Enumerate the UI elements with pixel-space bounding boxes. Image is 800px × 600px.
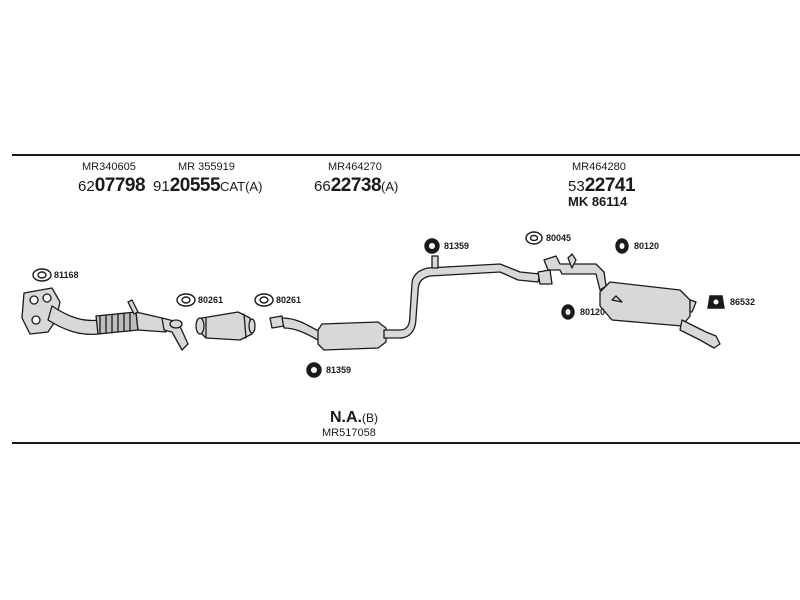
bottom-rule bbox=[12, 442, 800, 444]
oe-number-4: MR464280 bbox=[572, 161, 626, 173]
mk-label: MK 86114 bbox=[568, 194, 628, 209]
clamp-icon-86532 bbox=[707, 295, 725, 309]
na-label: N.A.(B) bbox=[330, 409, 378, 426]
hanger-icon-80120-a bbox=[615, 238, 629, 254]
manifold-front-pipe-icon bbox=[21, 287, 189, 351]
catalytic-converter-icon bbox=[195, 311, 256, 341]
part-number-81168: 81168 bbox=[54, 270, 79, 280]
hanger-icon-81359-b bbox=[424, 238, 440, 254]
part-number-86532: 86532 bbox=[730, 297, 756, 307]
part-number-80120-b: 80120 bbox=[580, 307, 606, 317]
top-rule bbox=[12, 154, 800, 156]
part-number-81359-a: 81359 bbox=[326, 365, 352, 375]
gasket-icon-80045 bbox=[525, 231, 543, 245]
part-number-80120-a: 80120 bbox=[634, 241, 660, 251]
oe-number-3: MR464270 bbox=[328, 161, 382, 173]
middle-silencer-icon bbox=[269, 255, 553, 351]
part-code-3: 6622738(A) bbox=[314, 175, 399, 196]
rear-silencer-icon bbox=[543, 253, 721, 349]
part-code-2: 9120555CAT(A) bbox=[153, 175, 263, 196]
part-number-80261-b: 80261 bbox=[276, 295, 302, 305]
part-code-4: 5322741 bbox=[568, 175, 636, 196]
oe-number-2: MR 355919 bbox=[178, 161, 235, 173]
gasket-icon-81168 bbox=[32, 268, 52, 282]
part-number-80261-a: 80261 bbox=[198, 295, 224, 305]
hanger-icon-81359-a bbox=[306, 362, 322, 378]
oe-number-1: MR340605 bbox=[82, 161, 136, 173]
part-number-80045: 80045 bbox=[546, 233, 572, 243]
oe-number-footer: MR517058 bbox=[322, 427, 376, 439]
gasket-icon-80261-a bbox=[176, 293, 196, 307]
hanger-icon-80120-b bbox=[561, 304, 575, 320]
part-code-1: 6207798 bbox=[78, 175, 146, 196]
gasket-icon-80261-b bbox=[254, 293, 274, 307]
part-number-81359-b: 81359 bbox=[444, 241, 470, 251]
